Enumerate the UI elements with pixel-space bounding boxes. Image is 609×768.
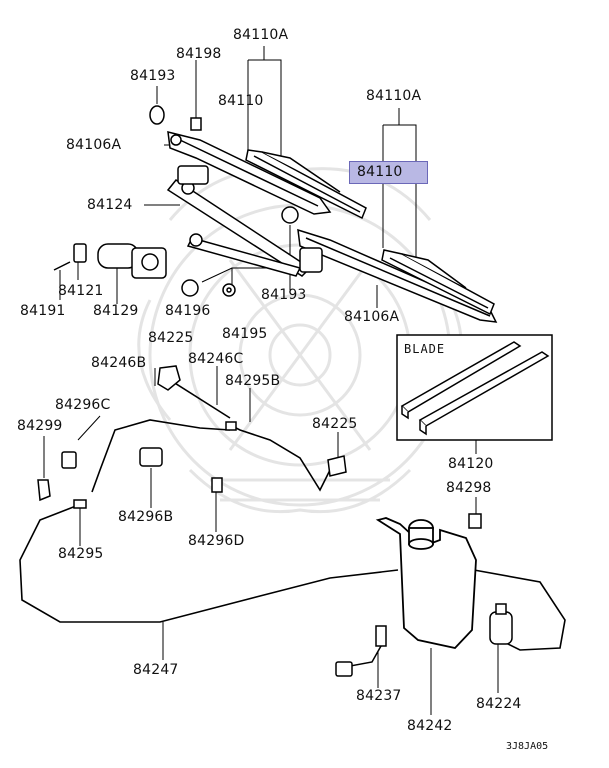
blade-strips (400, 341, 550, 436)
part-label-84193-top[interactable]: 84193 (130, 68, 176, 84)
part-label-84296d[interactable]: 84296D (188, 533, 245, 549)
part-label-84224[interactable]: 84224 (476, 696, 522, 712)
part-label-84247[interactable]: 84247 (133, 662, 179, 678)
part-label-84121[interactable]: 84121 (58, 283, 104, 299)
part-label-84110-left[interactable]: 84110 (218, 93, 264, 109)
part-label-84237[interactable]: 84237 (356, 688, 402, 704)
part-label-84225-top[interactable]: 84225 (148, 330, 194, 346)
left-wiper-arm (167, 131, 332, 215)
part-label-84193-mid[interactable]: 84193 (261, 287, 307, 303)
part-label-84242[interactable]: 84242 (407, 718, 453, 734)
part-label-84196[interactable]: 84196 (165, 303, 211, 319)
part-label-84198[interactable]: 84198 (176, 46, 222, 62)
nozzles-and-joints (37, 365, 347, 509)
part-label-84195[interactable]: 84195 (222, 326, 268, 342)
washer-reservoir (375, 517, 477, 649)
level-sensor (335, 513, 482, 677)
part-label-84110a-top[interactable]: 84110A (233, 27, 289, 43)
wiper-motor (53, 243, 167, 279)
linkage (166, 165, 312, 277)
part-label-84295b[interactable]: 84295B (225, 373, 281, 389)
part-label-84110-right[interactable]: 84110 (357, 164, 403, 180)
part-label-84246c[interactable]: 84246C (188, 351, 244, 367)
part-label-84191[interactable]: 84191 (20, 303, 66, 319)
highlighted-part-label-bg (349, 161, 428, 184)
diagram-code: 3J8JA05 (506, 741, 549, 752)
washer-hoses (19, 379, 566, 651)
part-label-84106a-right[interactable]: 84106A (344, 309, 400, 325)
small-hardware (149, 105, 236, 297)
part-label-84106a-left[interactable]: 84106A (66, 137, 122, 153)
right-wiper-arm (297, 228, 498, 323)
washer-pump (489, 603, 513, 645)
part-label-84120[interactable]: 84120 (448, 456, 494, 472)
part-label-84129[interactable]: 84129 (93, 303, 139, 319)
part-label-84124[interactable]: 84124 (87, 197, 133, 213)
part-label-84298[interactable]: 84298 (446, 480, 492, 496)
part-label-84225-right[interactable]: 84225 (312, 416, 358, 432)
blade-box-title: BLADE (404, 342, 446, 356)
right-wiper-blade (381, 249, 495, 316)
part-label-84299[interactable]: 84299 (17, 418, 63, 434)
left-wiper-blade (245, 149, 367, 220)
part-label-84296c[interactable]: 84296C (55, 397, 111, 413)
part-label-84110a-right[interactable]: 84110A (366, 88, 422, 104)
part-label-84295[interactable]: 84295 (58, 546, 104, 562)
part-label-84296b[interactable]: 84296B (118, 509, 174, 525)
part-label-84246b[interactable]: 84246B (91, 355, 147, 371)
